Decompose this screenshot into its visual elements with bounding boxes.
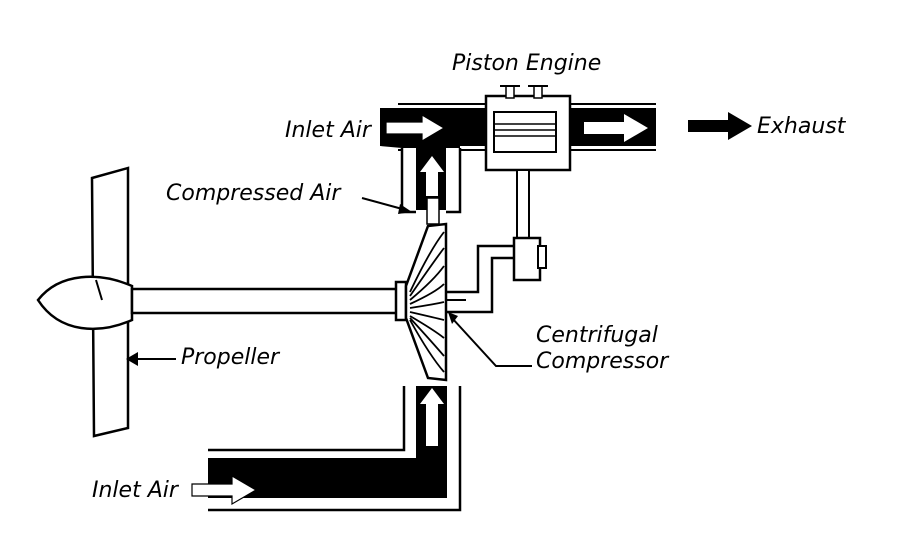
- piston-engine-block: [484, 85, 572, 172]
- propeller-label: Propeller: [181, 345, 280, 370]
- centrifugal-compressor-label: Centrifugal Compressor: [536, 323, 668, 375]
- engine-connecting-shaft: [516, 169, 530, 239]
- gearbox-housing: [512, 236, 547, 282]
- inlet-air-bottom-label: Inlet Air: [92, 478, 178, 503]
- propeller-leader: [126, 352, 176, 366]
- bottom-inlet-duct: [191, 386, 462, 512]
- centrifugal-label-line2: Compressor: [536, 349, 669, 374]
- compressed-air-duct: [400, 148, 462, 225]
- exhaust-arrow: [688, 112, 752, 140]
- gear-linkage: [446, 244, 514, 314]
- inlet-air-top-label: Inlet Air: [285, 118, 371, 143]
- centrifugal-compressor-wheel: [404, 222, 448, 382]
- piston-engine-label: Piston Engine: [452, 51, 602, 76]
- drive-shaft: [130, 280, 408, 322]
- engine-manifold: [380, 103, 656, 151]
- centrifugal-label-line1: Centrifugal: [536, 323, 658, 348]
- compressed-air-label: Compressed Air: [166, 181, 341, 206]
- propeller-spinner: [36, 275, 134, 331]
- exhaust-label: Exhaust: [757, 114, 846, 139]
- compressed-air-leader: [361, 197, 412, 214]
- centrifugal-leader: [448, 312, 532, 367]
